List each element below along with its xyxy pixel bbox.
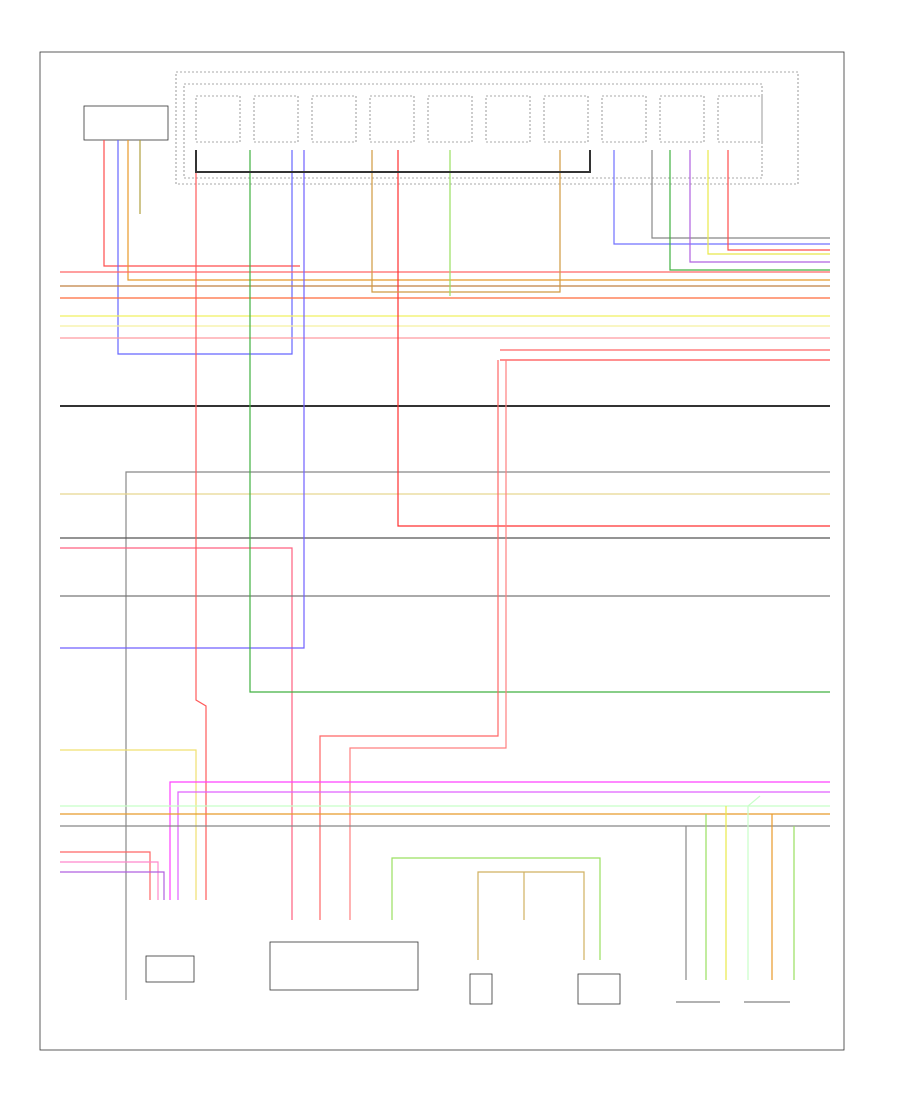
wire-orange-left bbox=[127, 140, 830, 281]
wire-br-4 bbox=[747, 795, 761, 980]
wire-red-sensor-a bbox=[319, 360, 499, 920]
bottom-center-module bbox=[269, 941, 419, 991]
wire-bl-violet bbox=[60, 871, 165, 900]
wire-red-sensor-b bbox=[349, 360, 507, 920]
wire-bl-pink bbox=[60, 861, 159, 900]
bus-yellow-bottom bbox=[60, 749, 197, 900]
fb-out-yellow bbox=[707, 150, 830, 255]
fuse-block bbox=[175, 71, 799, 185]
fb-out-red bbox=[727, 150, 830, 251]
bus-pink-mid bbox=[60, 547, 293, 920]
bus-magenta-a bbox=[169, 781, 830, 900]
bottom-sensor bbox=[469, 973, 493, 1005]
fuse-slot bbox=[543, 95, 589, 143]
bus-magenta-b bbox=[177, 791, 830, 900]
bottom-left-module bbox=[145, 955, 195, 983]
wire-red-vertical bbox=[195, 150, 207, 900]
fuse-slot bbox=[601, 95, 647, 143]
bus-red-mid bbox=[397, 150, 830, 527]
bus-green bbox=[249, 150, 830, 693]
fb-out-violet bbox=[689, 150, 830, 263]
bottom-motor bbox=[577, 973, 621, 1005]
fuse-slot bbox=[659, 95, 705, 143]
bus-violet bbox=[60, 150, 305, 649]
diagram-frame bbox=[39, 51, 845, 1051]
fuse-slot bbox=[717, 95, 763, 143]
left-switch-component bbox=[83, 105, 169, 141]
fuse-slots bbox=[195, 95, 763, 143]
fb-out-gray bbox=[651, 150, 830, 239]
bus-gray-mid bbox=[125, 471, 830, 1000]
wire-red-left-switch bbox=[103, 140, 300, 267]
wire-motor-green bbox=[470, 857, 601, 960]
wire-motor-tan bbox=[477, 871, 585, 960]
fuse-slot bbox=[311, 95, 357, 143]
fuse-slot bbox=[485, 95, 531, 143]
fuse-slot bbox=[253, 95, 299, 143]
fuse-busbar bbox=[195, 150, 591, 173]
wire-blue-left-switch bbox=[117, 140, 293, 355]
fb-out-green bbox=[669, 150, 830, 271]
fuse-slot bbox=[369, 95, 415, 143]
fb-out-brown bbox=[371, 150, 561, 293]
fb-out-blue bbox=[613, 150, 830, 245]
wire-group bbox=[60, 140, 830, 1000]
fuse-slot bbox=[427, 95, 473, 143]
wire-bl-red bbox=[60, 851, 151, 900]
fuse-slot bbox=[195, 95, 241, 143]
wire-sensor-green bbox=[391, 857, 470, 920]
